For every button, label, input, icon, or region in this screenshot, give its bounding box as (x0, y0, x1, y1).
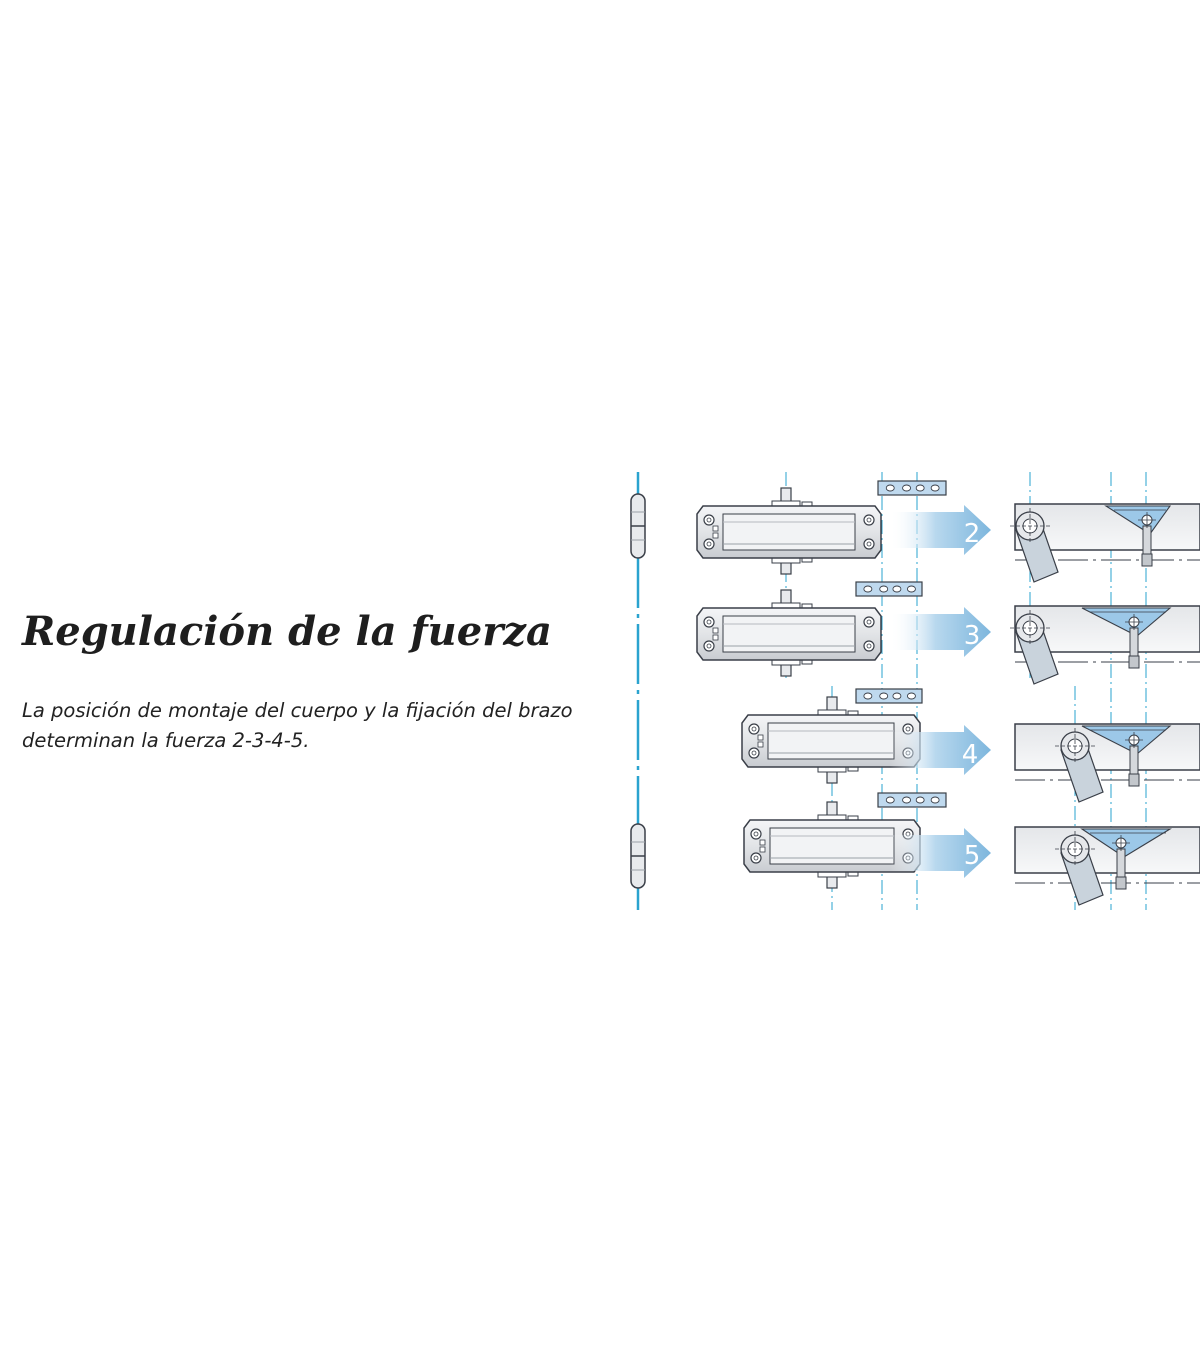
mounting-plate (855, 581, 923, 597)
description-line-1: La posición de montaje del cuerpo y la f… (22, 699, 573, 722)
mounting-plate (855, 688, 923, 704)
force-arrow (890, 725, 991, 775)
closer-row-3 (696, 581, 1200, 685)
force-label-5: 5 (964, 841, 981, 871)
force-label-3: 3 (964, 621, 981, 651)
hinge-bottom (630, 823, 646, 889)
page-title: Regulación de la fuerza (22, 608, 552, 655)
force-arrow (890, 828, 991, 878)
force-label-2: 2 (964, 519, 981, 549)
force-arrow (890, 607, 991, 657)
closer-row-2 (696, 480, 1200, 583)
hinge-top (630, 493, 646, 559)
mounting-plate (877, 792, 947, 808)
force-arrow (890, 505, 991, 555)
description: La posición de montaje del cuerpo y la f… (22, 696, 612, 756)
description-line-2: determinan la fuerza 2-3-4-5. (22, 729, 310, 752)
force-label-4: 4 (962, 740, 979, 770)
closer-row-4 (741, 688, 1200, 803)
closer-row-5 (743, 792, 1200, 906)
mounting-plate (877, 480, 947, 496)
